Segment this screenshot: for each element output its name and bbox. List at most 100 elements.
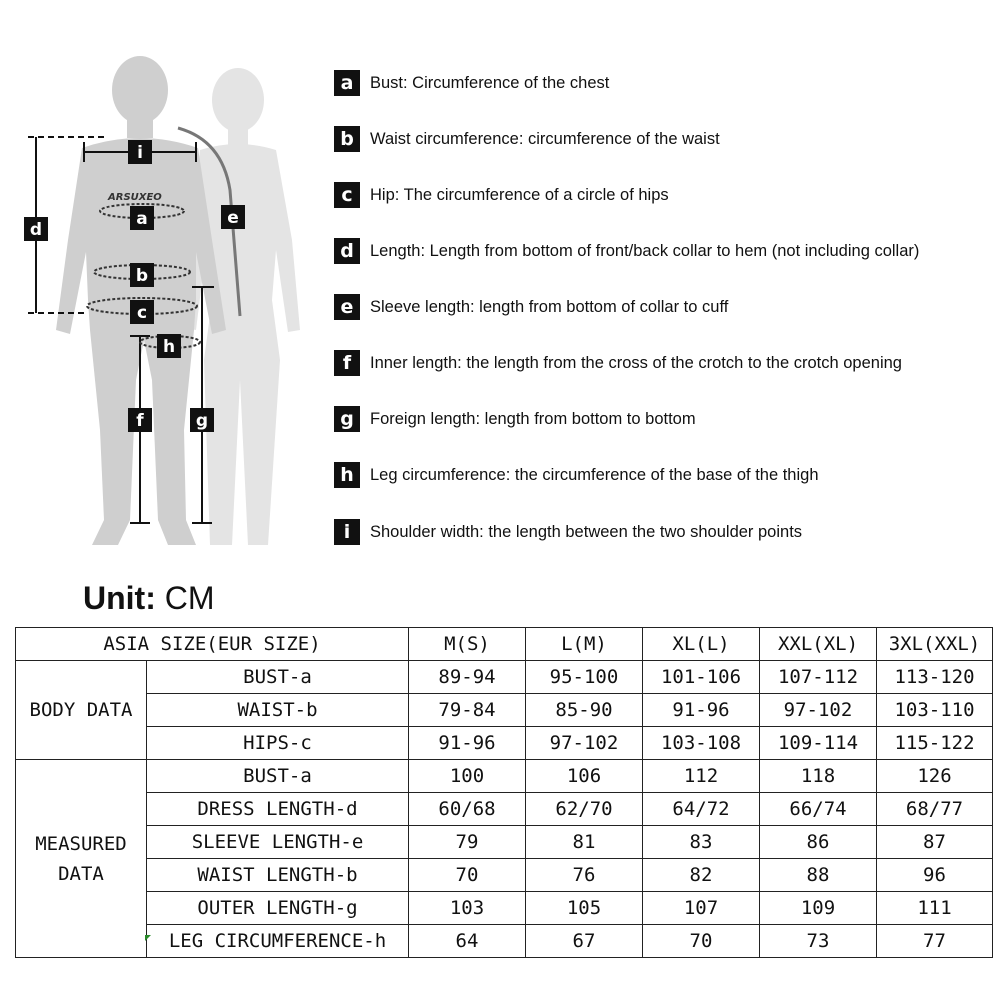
legend-item-h: h Leg circumference: the circumference o… (334, 460, 819, 490)
table-cell: 95-100 (525, 660, 643, 694)
table-cell: 97-102 (759, 693, 877, 727)
unit-value: CM (164, 580, 215, 616)
table-cell: 64/72 (642, 792, 760, 826)
row-label: BUST-a (146, 759, 409, 793)
table-cell: 64 (408, 924, 526, 958)
table-cell: 103 (408, 891, 526, 925)
legend-item-e: e Sleeve length: length from bottom of c… (334, 292, 728, 322)
svg-text:a: a (136, 209, 147, 229)
table-cell: 79 (408, 825, 526, 859)
row-label: SLEEVE LENGTH-e (146, 825, 409, 859)
unit-label-key: Unit: (83, 580, 156, 616)
table-cell: 77 (876, 924, 993, 958)
legend-item-g: g Foreign length: length from bottom to … (334, 404, 696, 434)
header-size: M(S) (408, 627, 526, 661)
table-cell: 105 (525, 891, 643, 925)
table-cell: 100 (408, 759, 526, 793)
legend-text-a: Bust: Circumference of the chest (370, 73, 610, 92)
table-row: SLEEVE LENGTH-e 79 81 83 86 87 (16, 825, 993, 859)
body-measurement-figure: ARSUXEO i a b c d e f g h (24, 56, 300, 545)
legend-item-c: c Hip: The circumference of a circle of … (334, 180, 669, 210)
row-label: WAIST LENGTH-b (146, 858, 409, 892)
row-label: BUST-a (146, 660, 409, 694)
table-cell: 109-114 (759, 726, 877, 760)
table-cell: 103-108 (642, 726, 760, 760)
badge-d: d (334, 238, 360, 264)
legend-text-g: Foreign length: length from bottom to bo… (370, 409, 696, 428)
svg-text:f: f (136, 411, 144, 431)
table-cell: 115-122 (876, 726, 993, 760)
svg-text:i: i (137, 143, 143, 163)
table-row: WAIST LENGTH-b 70 76 82 88 96 (16, 858, 993, 892)
header-asia-size: ASIA SIZE(EUR SIZE) (15, 627, 409, 661)
table-row: OUTER LENGTH-g 103 105 107 109 111 (16, 891, 993, 925)
legend-item-d: d Length: Length from bottom of front/ba… (334, 236, 919, 266)
row-label: OUTER LENGTH-g (146, 891, 409, 925)
table-cell: 103-110 (876, 693, 993, 727)
table-cell: 106 (525, 759, 643, 793)
legend-item-a: a Bust: Circumference of the chest (334, 68, 609, 98)
table-cell: 91-96 (642, 693, 760, 727)
table-cell: 67 (525, 924, 643, 958)
badge-i: i (334, 519, 360, 545)
table-cell: 60/68 (408, 792, 526, 826)
female-silhouette (184, 68, 300, 545)
table-cell: 79-84 (408, 693, 526, 727)
table-row: BODY DATA BUST-a 89-94 95-100 101-106 10… (15, 660, 993, 760)
row-label: LEG CIRCUMFERENCE-h (146, 924, 409, 958)
table-cell: 113-120 (876, 660, 993, 694)
table-cell: 81 (525, 825, 643, 859)
table-cell: 85-90 (525, 693, 643, 727)
header-size: XXL(XL) (759, 627, 877, 661)
legend-text-c: Hip: The circumference of a circle of hi… (370, 185, 669, 204)
badge-a: a (334, 70, 360, 96)
table-cell: 101-106 (642, 660, 760, 694)
group-label-measured-data: MEASURED DATA (15, 759, 147, 958)
badge-c: c (334, 182, 360, 208)
table-cell: 107-112 (759, 660, 877, 694)
cell-corner-mark (145, 935, 151, 941)
badge-g: g (334, 406, 360, 432)
table-cell: 70 (642, 924, 760, 958)
legend-item-f: f Inner length: the length from the cros… (334, 348, 902, 378)
table-cell: 107 (642, 891, 760, 925)
row-label: WAIST-b (146, 693, 409, 727)
row-label: DRESS LENGTH-d (146, 792, 409, 826)
svg-text:d: d (30, 220, 42, 240)
svg-text:c: c (137, 303, 147, 323)
header-size: L(M) (525, 627, 643, 661)
header-size: XL(L) (642, 627, 760, 661)
badge-b: b (334, 126, 360, 152)
brand-logo-text: ARSUXEO (107, 192, 162, 203)
table-cell: 96 (876, 858, 993, 892)
table-row: HIPS-c 91-96 97-102 103-108 109-114 115-… (16, 726, 993, 760)
header-size: 3XL(XXL) (876, 627, 993, 661)
table-cell: 76 (525, 858, 643, 892)
table-cell: 111 (876, 891, 993, 925)
legend-text-h: Leg circumference: the circumference of … (370, 465, 819, 484)
table-cell: 118 (759, 759, 877, 793)
table-cell: 68/77 (876, 792, 993, 826)
badge-f: f (334, 350, 360, 376)
figure-badges: i a b c d e f g h (24, 140, 245, 432)
svg-text:e: e (227, 208, 239, 228)
legend-text-f: Inner length: the length from the cross … (370, 353, 902, 372)
table-cell: 91-96 (408, 726, 526, 760)
legend-item-i: i Shoulder width: the length between the… (334, 517, 802, 547)
table-cell: 126 (876, 759, 993, 793)
legend-text-i: Shoulder width: the length between the t… (370, 522, 803, 541)
legend-text-e: Sleeve length: length from bottom of col… (370, 297, 729, 316)
table-cell: 66/74 (759, 792, 877, 826)
badge-h: h (334, 462, 360, 488)
table-cell: 83 (642, 825, 760, 859)
table-row: DRESS LENGTH-d 60/68 62/70 64/72 66/74 6… (16, 792, 993, 826)
legend-item-b: b Waist circumference: circumference of … (334, 124, 720, 154)
legend-text-b: Waist circumference: circumference of th… (370, 129, 720, 148)
table-cell: 89-94 (408, 660, 526, 694)
svg-text:b: b (136, 266, 148, 286)
table-cell: 109 (759, 891, 877, 925)
badge-e: e (334, 294, 360, 320)
table-cell: 86 (759, 825, 877, 859)
table-header-row: ASIA SIZE(EUR SIZE) M(S) L(M) XL(L) XXL(… (15, 627, 993, 661)
table-cell: 87 (876, 825, 993, 859)
